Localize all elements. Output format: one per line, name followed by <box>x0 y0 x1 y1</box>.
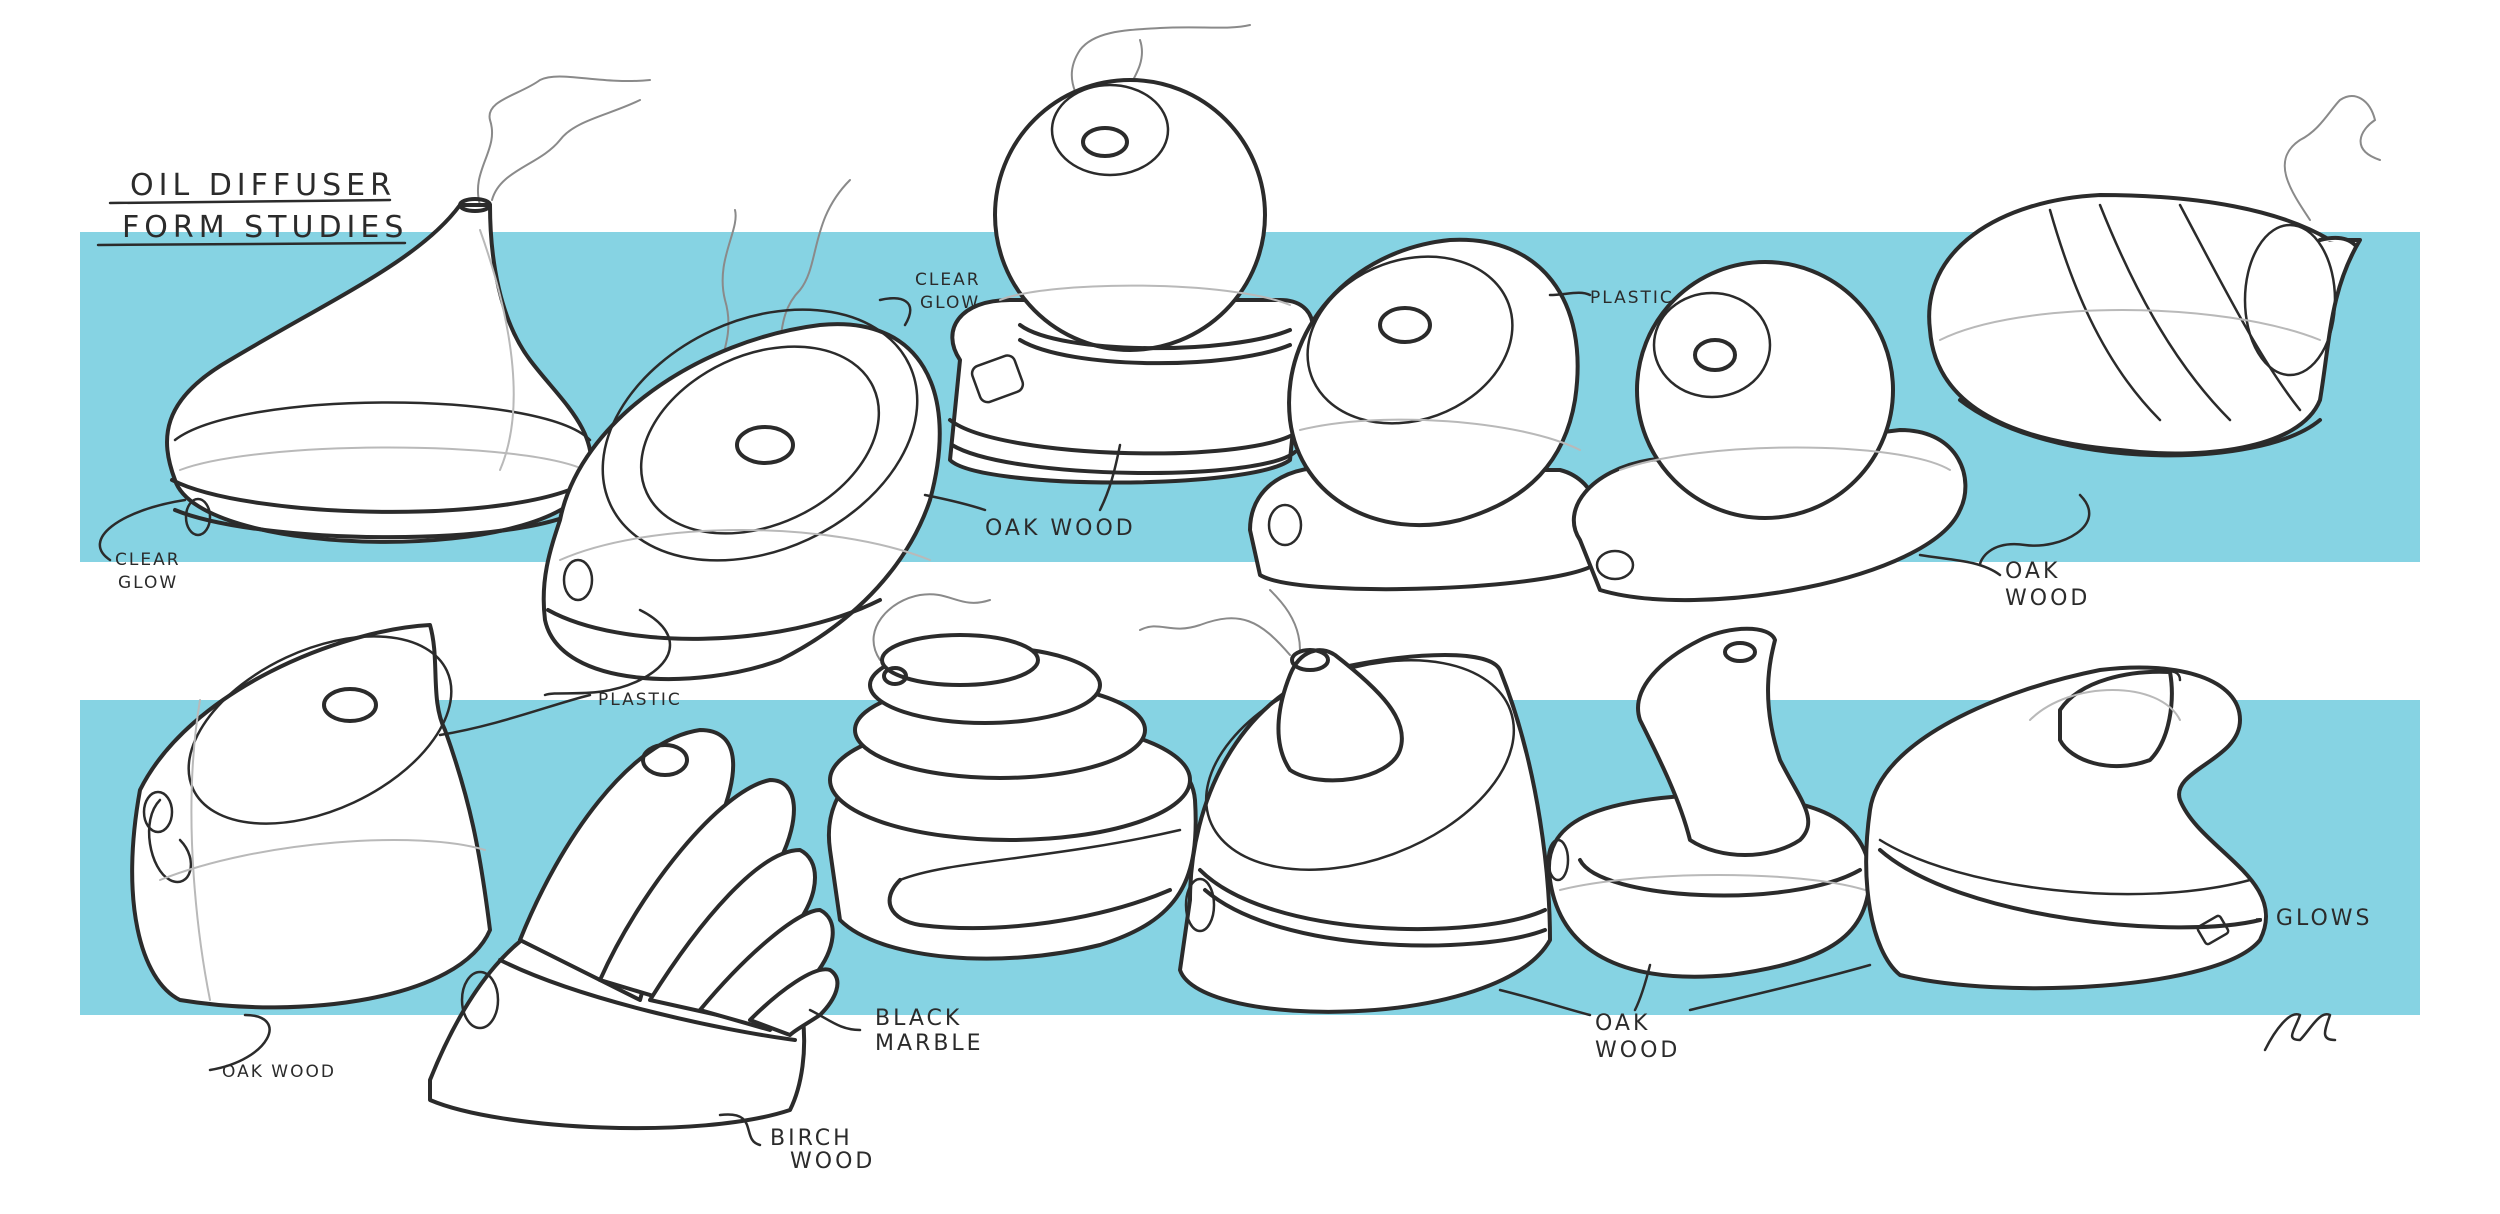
diffuser-stacked-discs <box>826 593 1198 961</box>
diffuser-tilted-ellipsoid <box>541 179 942 682</box>
label-clear-glow-left-1: CLEAR <box>115 550 181 570</box>
label-clear-glow-top-1: CLEAR <box>915 270 981 290</box>
label-black-marble-1: BLACK <box>875 1006 962 1031</box>
label-oak-wood-bottom-center-1: OAK <box>1595 1011 1650 1036</box>
diffuser-slanted-cylinder <box>130 623 492 1010</box>
label-plastic-top: PLASTIC <box>1590 288 1674 308</box>
label-oak-wood-right-2: WOOD <box>2005 586 2090 611</box>
label-oak-wood-bottom-left: OAK WOOD <box>222 1062 336 1082</box>
diffuser-spout-dish <box>1546 626 1872 979</box>
title-line-1: OIL DIFFUSER <box>130 168 396 203</box>
label-oak-wood-bottom-center-2: WOOD <box>1595 1038 1680 1063</box>
label-oak-wood-right-1: OAK <box>2005 559 2060 584</box>
label-plastic-mid: PlASTIC <box>598 690 682 710</box>
diffuser-teardrop <box>165 75 651 544</box>
diffuser-dome-cap <box>1864 665 2269 991</box>
title-line-2: FORM STUDIES <box>122 210 408 245</box>
label-black-marble-2: MARBLE <box>875 1031 984 1056</box>
diffuser-tilted-sphere <box>1248 237 1606 592</box>
diffuser-stacked-fins <box>428 728 840 1131</box>
label-clear-glow-top-2: GLOW <box>920 293 980 313</box>
annotations: CLEAR GLOW CLEAR GLOW OAK WOOD PLASTIC O… <box>98 270 2373 1174</box>
diffuser-cone-nozzle <box>1139 589 1552 1014</box>
label-oak-wood-center: OAK WOOD <box>985 516 1136 541</box>
label-clear-glow-left-2: GLOW <box>118 573 178 593</box>
artist-signature <box>2263 1013 2337 1052</box>
label-glows: - GLOWS <box>2255 906 2373 931</box>
label-birch-wood-1: BIRCH <box>770 1126 853 1151</box>
diffuser-sphere-on-base <box>948 24 1315 485</box>
sheet-title: OIL DIFFUSER FORM STUDIES <box>96 168 408 247</box>
label-birch-wood-2: WOOD <box>790 1149 875 1174</box>
diffuser-striped-ovoid <box>1927 95 2381 458</box>
diffuser-sphere-low-base <box>1571 260 1968 603</box>
